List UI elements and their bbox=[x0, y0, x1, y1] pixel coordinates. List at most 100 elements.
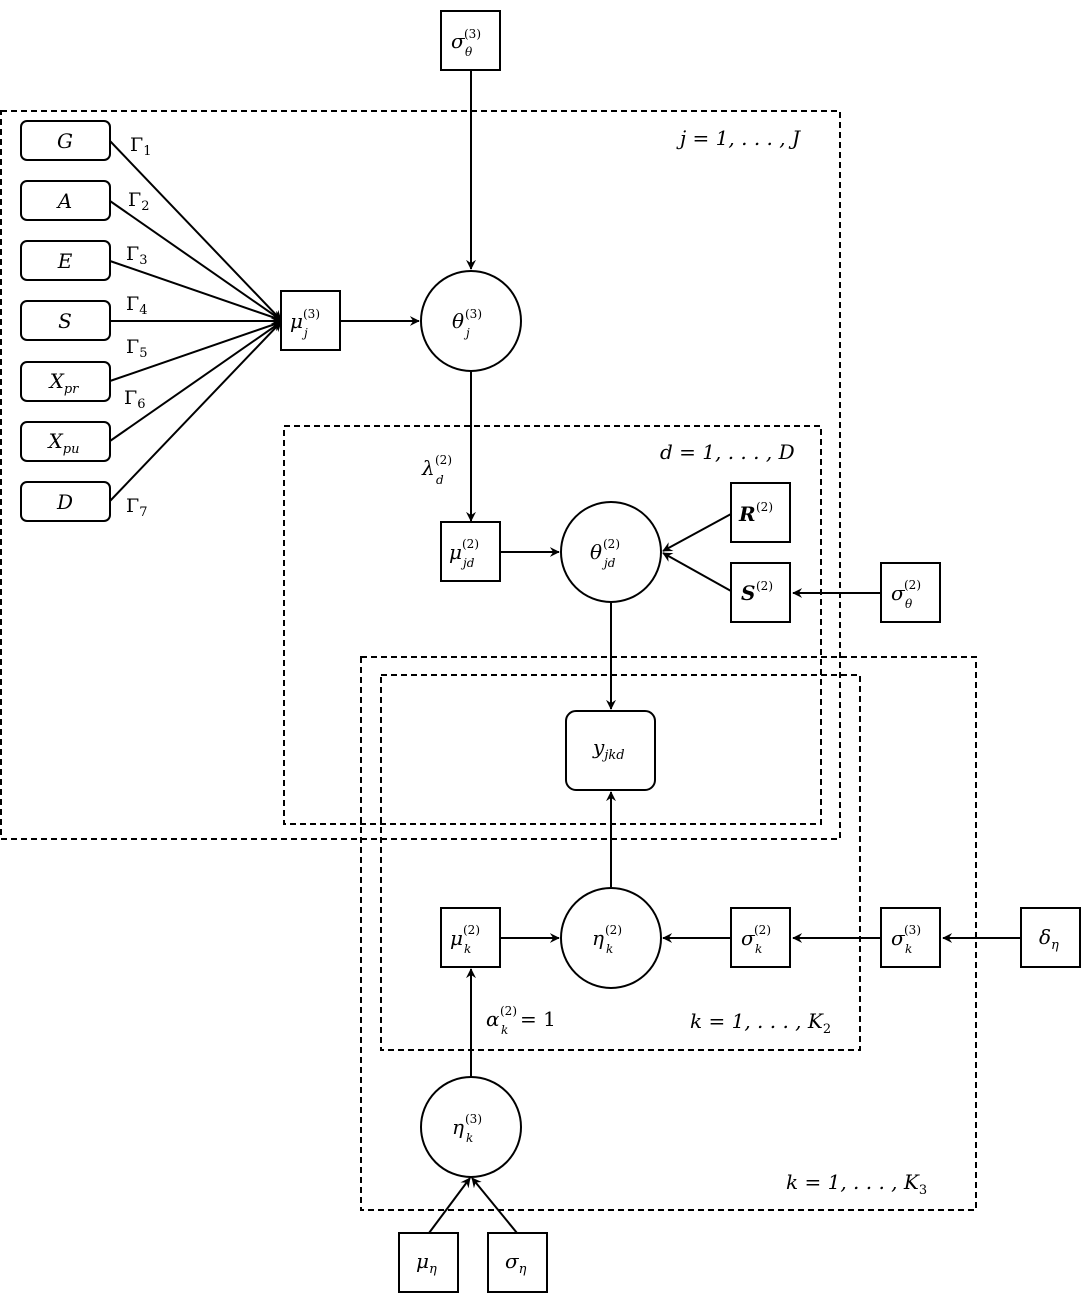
edge-E-mu-j3 bbox=[109, 260, 282, 322]
svg-text:θ: θ bbox=[452, 309, 464, 333]
svg-text:jd: jd bbox=[601, 556, 616, 570]
svg-text:(2): (2) bbox=[605, 923, 622, 937]
edge-Xpr-mu-j3 bbox=[109, 320, 282, 382]
node-theta-j3: θ (3) j bbox=[420, 270, 522, 372]
svg-text:(3): (3) bbox=[904, 923, 921, 937]
svg-text:k: k bbox=[606, 942, 613, 956]
svg-text:D: D bbox=[56, 490, 73, 514]
svg-text:(3): (3) bbox=[465, 1112, 482, 1126]
svg-text:E: E bbox=[57, 249, 73, 273]
svg-text:k: k bbox=[905, 942, 912, 956]
svg-text:k: k bbox=[466, 1131, 473, 1145]
node-sigma-eta: ση bbox=[487, 1232, 548, 1293]
node-theta-jd2: θ (2) jd bbox=[560, 501, 662, 603]
svg-text:jd: jd bbox=[460, 556, 475, 570]
svg-text:(2): (2) bbox=[500, 1004, 517, 1018]
label-lambda-d2: λ (2) d bbox=[421, 453, 452, 487]
svg-text:(3): (3) bbox=[303, 307, 320, 321]
node-S: S bbox=[20, 300, 111, 341]
svg-text:yjkd: yjkd bbox=[592, 735, 625, 763]
edge-mu-eta-eta-k3 bbox=[428, 1177, 471, 1234]
node-Xpr: Xpr bbox=[20, 361, 111, 402]
svg-text:θ: θ bbox=[590, 540, 602, 564]
label-alpha-k2: α (2) k = 1 bbox=[486, 1004, 556, 1037]
svg-text:α: α bbox=[486, 1007, 500, 1031]
svg-text:G: G bbox=[57, 129, 73, 153]
svg-text:j: j bbox=[463, 326, 470, 340]
svg-text:δη: δη bbox=[1039, 925, 1059, 953]
edge-S2-theta-jd2 bbox=[662, 552, 732, 592]
node-mu-eta: μη bbox=[398, 1232, 459, 1293]
svg-text:σ: σ bbox=[741, 926, 756, 950]
label-gamma2: Γ2 bbox=[128, 189, 149, 214]
edge-sigma-eta-eta-k3 bbox=[471, 1177, 518, 1234]
svg-text:A: A bbox=[56, 189, 72, 213]
svg-text:λ: λ bbox=[421, 456, 435, 480]
svg-text:(2): (2) bbox=[463, 923, 480, 937]
svg-text:S: S bbox=[58, 309, 72, 333]
node-D: D bbox=[20, 481, 111, 522]
edge-A-mu-j3 bbox=[109, 200, 282, 321]
svg-text:σ: σ bbox=[451, 29, 466, 53]
node-E: E bbox=[20, 240, 111, 281]
svg-text:(2): (2) bbox=[462, 537, 479, 551]
edge-Xpu-mu-j3 bbox=[109, 321, 282, 442]
svg-text:k: k bbox=[755, 942, 762, 956]
svg-text:σ: σ bbox=[891, 926, 906, 950]
node-eta-k3: η (3) k bbox=[420, 1076, 522, 1178]
node-delta-eta: δη bbox=[1020, 907, 1081, 968]
svg-text:Xpr: Xpr bbox=[48, 369, 80, 397]
svg-text:(2): (2) bbox=[756, 579, 773, 593]
svg-text:S: S bbox=[741, 581, 755, 605]
svg-text:θ: θ bbox=[905, 597, 913, 611]
plate-j bbox=[0, 110, 841, 840]
svg-text:ση: ση bbox=[505, 1249, 527, 1277]
node-Xpu: Xpu bbox=[20, 421, 111, 462]
svg-text:j: j bbox=[301, 326, 308, 340]
svg-text:Xpu: Xpu bbox=[47, 429, 80, 457]
node-sigma-k3: σ (3) k bbox=[880, 907, 941, 968]
edge-R2-theta-jd2 bbox=[662, 513, 732, 552]
label-gamma4: Γ4 bbox=[126, 293, 147, 318]
svg-text:η: η bbox=[592, 926, 604, 950]
svg-text:(2): (2) bbox=[756, 500, 773, 514]
svg-text:μ: μ bbox=[290, 309, 303, 333]
svg-text:μ: μ bbox=[450, 926, 463, 950]
node-sigma-theta3: σ (3) θ bbox=[440, 10, 501, 71]
node-sigma-k2: σ (2) k bbox=[730, 907, 791, 968]
plate-j-label: j = 1, . . . , J bbox=[676, 126, 801, 150]
svg-text:σ: σ bbox=[891, 581, 906, 605]
label-gamma7: Γ7 bbox=[126, 495, 147, 520]
svg-text:(3): (3) bbox=[464, 27, 481, 41]
node-mu-jd2: μ (2) jd bbox=[440, 521, 501, 582]
label-gamma1: Γ1 bbox=[130, 134, 151, 159]
svg-text:(3): (3) bbox=[465, 307, 482, 321]
edge-D-mu-j3 bbox=[109, 321, 282, 502]
node-mu-k2: μ (2) k bbox=[440, 907, 501, 968]
node-mu-j3: μ (3) j bbox=[280, 290, 341, 351]
plate-d-label: d = 1, . . . , D bbox=[660, 440, 795, 464]
svg-text:μ: μ bbox=[449, 540, 462, 564]
svg-text:(2): (2) bbox=[904, 578, 921, 592]
node-eta-k2: η (2) k bbox=[560, 887, 662, 989]
svg-text:k: k bbox=[501, 1023, 508, 1037]
svg-text:(2): (2) bbox=[603, 537, 620, 551]
svg-text:R: R bbox=[738, 502, 756, 526]
node-y-jkd: yjkd bbox=[565, 710, 656, 791]
svg-text:θ: θ bbox=[465, 45, 473, 59]
node-S2: S (2) bbox=[730, 562, 791, 623]
label-gamma6: Γ6 bbox=[124, 387, 145, 412]
label-gamma5: Γ5 bbox=[126, 336, 147, 361]
node-R2: R (2) bbox=[730, 482, 791, 543]
plate-d bbox=[283, 425, 822, 825]
svg-text:(2): (2) bbox=[435, 453, 452, 467]
label-gamma3: Γ3 bbox=[126, 243, 147, 268]
node-G: G bbox=[20, 120, 111, 161]
svg-text:μη: μη bbox=[416, 1249, 437, 1277]
plate-k3-label: k = 1, . . . , K3 bbox=[786, 1170, 927, 1198]
node-sigma-theta2: σ (2) θ bbox=[880, 562, 941, 623]
svg-text:(2): (2) bbox=[754, 923, 771, 937]
edge-G-mu-j3 bbox=[109, 140, 282, 321]
plate-k2-label: k = 1, . . . , K2 bbox=[690, 1009, 831, 1037]
